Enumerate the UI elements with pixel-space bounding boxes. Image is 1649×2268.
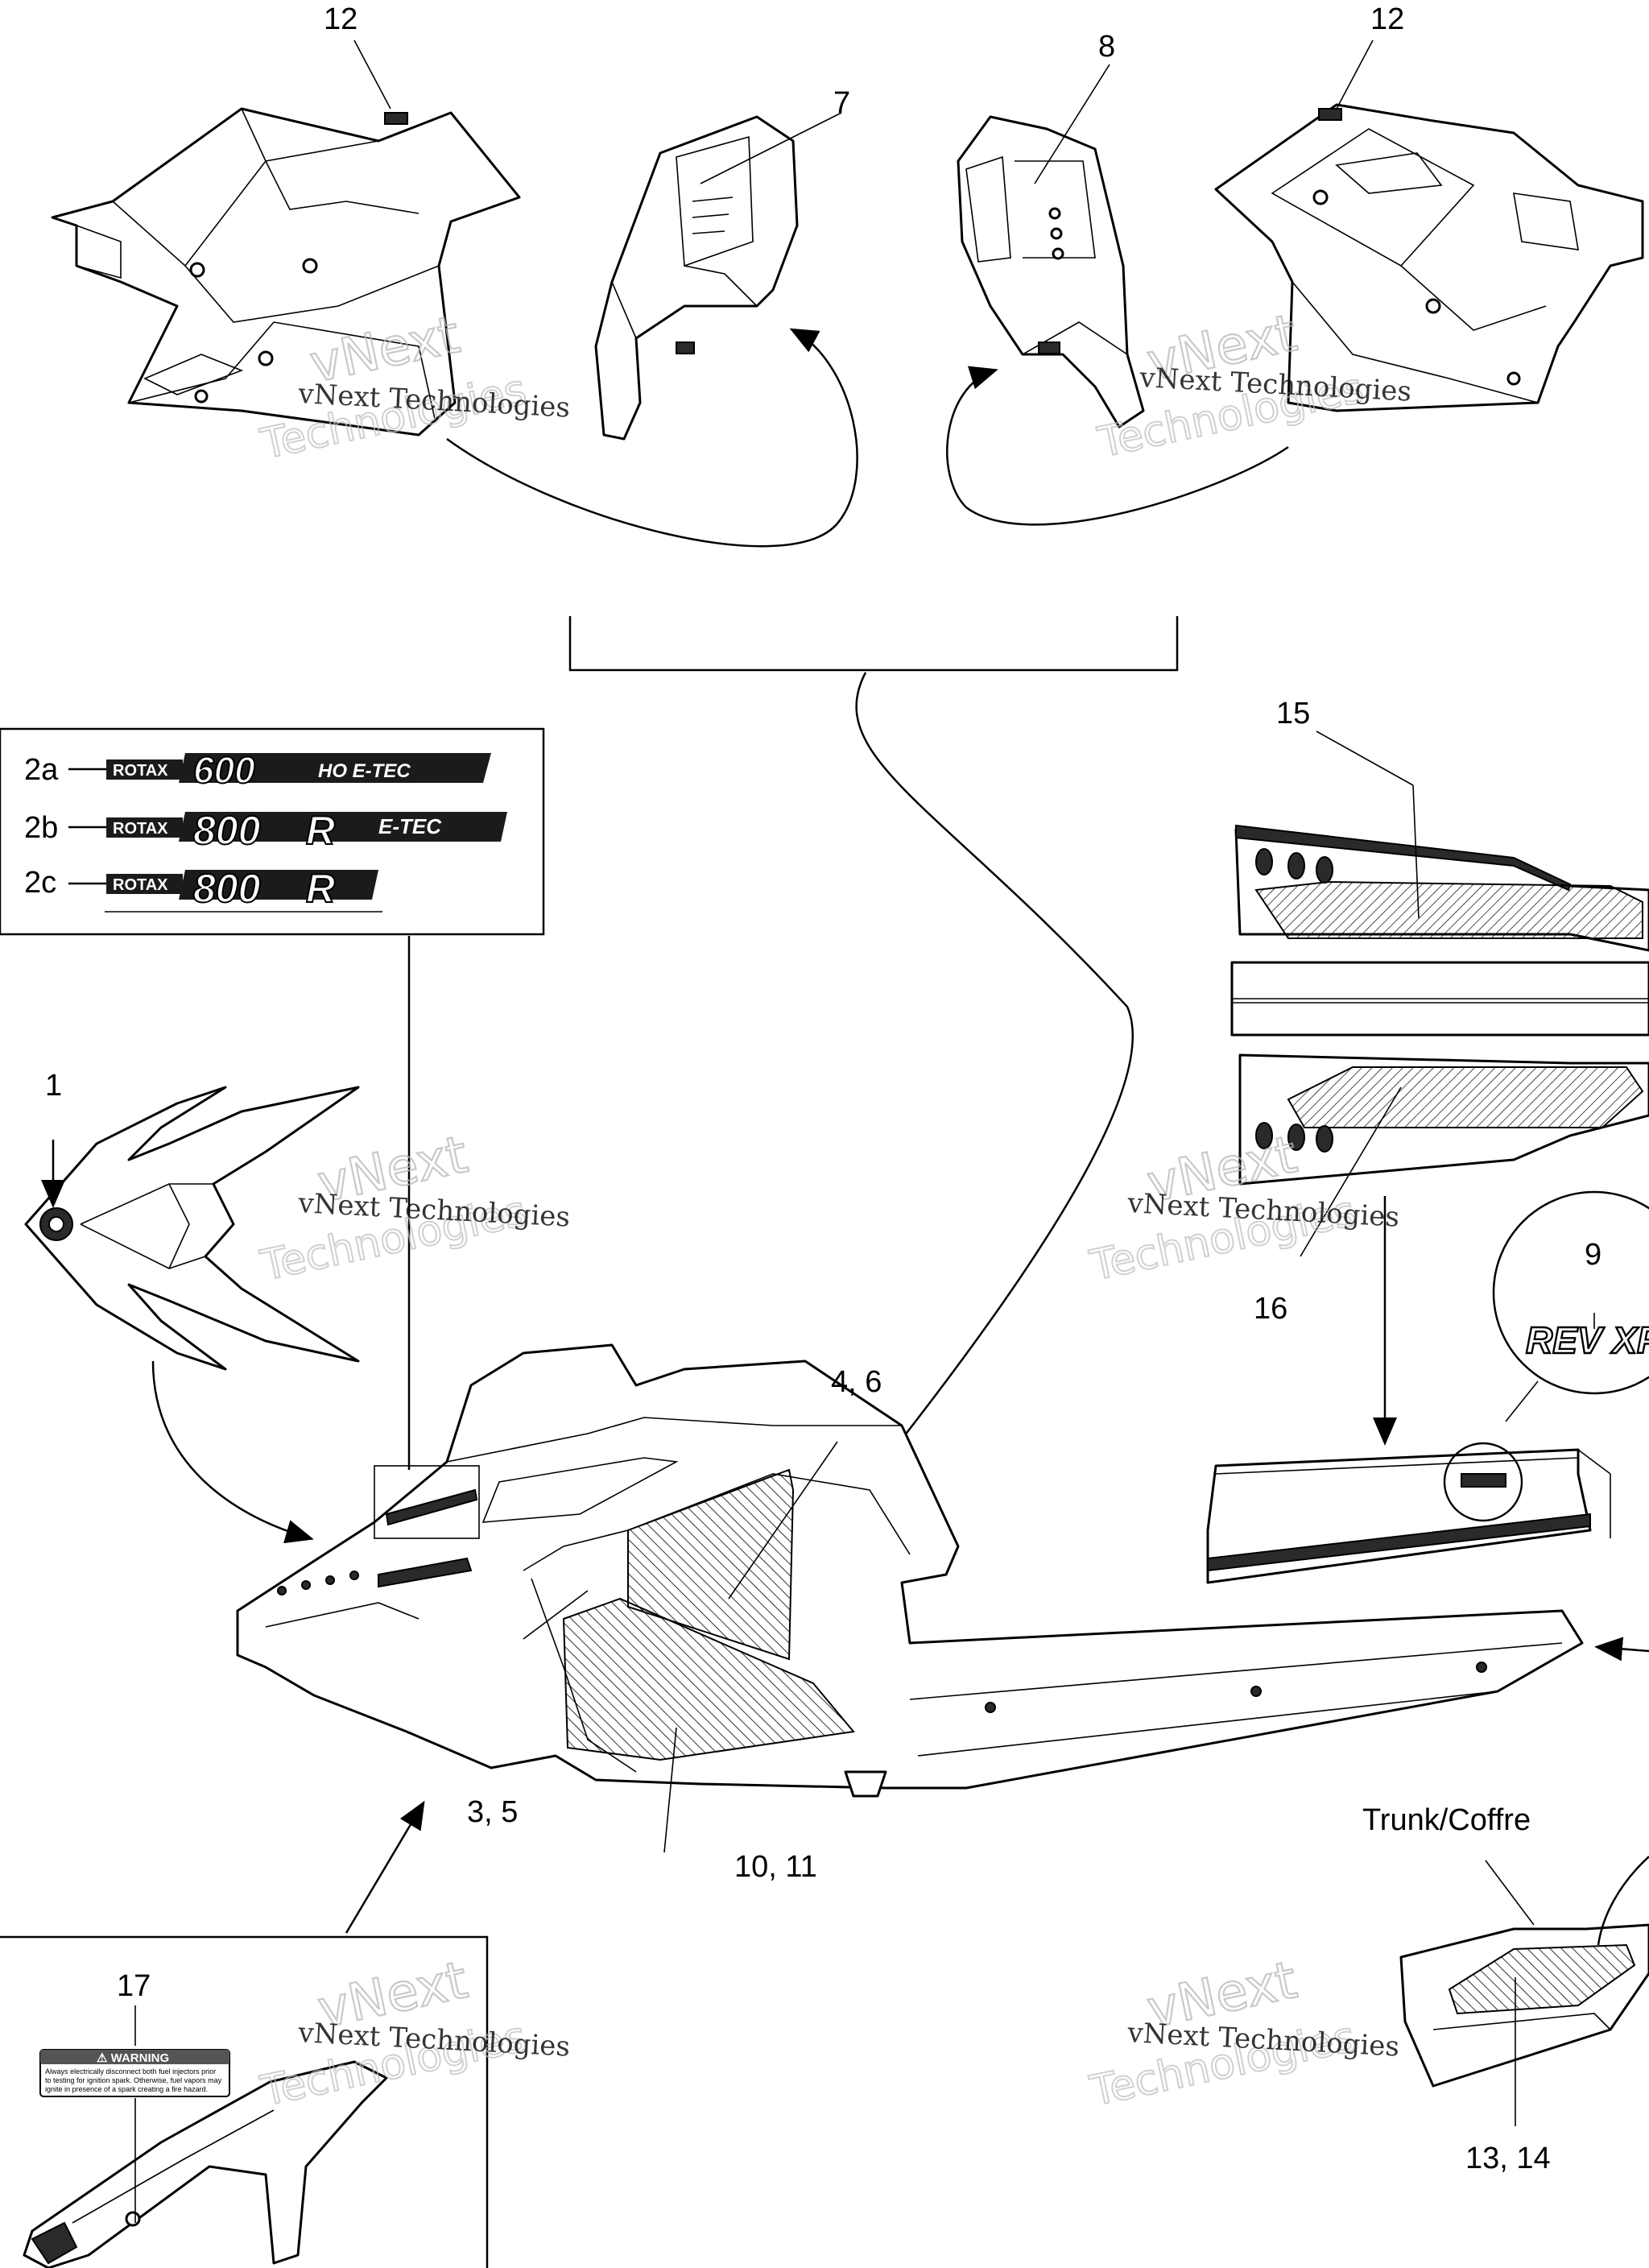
- warning-label-box: ⚠ WARNING Always electrically disconnect…: [0, 1935, 489, 2268]
- decal-4-6: [627, 1468, 795, 1661]
- callout-7: 7: [833, 86, 850, 120]
- badge-2c-rotax: ROTAX: [113, 876, 168, 894]
- arrow-left-panels: [446, 328, 858, 548]
- warning-body-3: ignite in presence of a spark creating a…: [45, 2085, 208, 2093]
- callout-17: 17: [117, 1969, 151, 2003]
- rotax-badge-box: ROTAX 600 HO E-TEC ROTAX 800 R E-TEC ROT…: [0, 727, 545, 936]
- tunnel-detail: [1230, 824, 1649, 1186]
- badge-2c-r: R: [306, 866, 335, 911]
- warning-body-1: Always electrically disconnect both fuel…: [45, 2067, 216, 2076]
- callout-1: 1: [45, 1069, 62, 1103]
- trunk-part: [1399, 1923, 1649, 2088]
- decal-12-right: [1318, 108, 1342, 121]
- callout-3-5: 3, 5: [467, 1795, 518, 1829]
- hood-nose: [24, 1086, 360, 1371]
- badge-2b-suffix: E-TEC: [378, 814, 442, 838]
- callout-13-14: 13, 14: [1465, 2142, 1551, 2175]
- decal-12-left: [384, 112, 408, 125]
- decal-9-revxp: REV XP: [1526, 1319, 1649, 1361]
- badge-2b-r: R: [306, 808, 335, 853]
- tunnel-side-strip: [1206, 1442, 1611, 1584]
- callout-10-11: 10, 11: [734, 1850, 817, 1884]
- callout-2b: 2b: [24, 811, 58, 845]
- badge-location-box: [374, 1465, 480, 1539]
- callout-4-6: 4, 6: [831, 1365, 882, 1399]
- right-side-panel: [1214, 103, 1644, 412]
- panel-bracket: [568, 616, 1179, 672]
- callout-15: 15: [1276, 697, 1310, 730]
- callout-9: 9: [1585, 1238, 1601, 1272]
- decal-10-11: [562, 1597, 855, 1761]
- badge-2a-rotax: ROTAX: [113, 762, 168, 780]
- arrow-right-panels: [946, 366, 1289, 526]
- badge-2b-number: 800: [193, 808, 261, 853]
- badge-2a-number: 600: [193, 749, 255, 791]
- callout-2c: 2c: [24, 866, 56, 900]
- badge-2c-number: 800: [193, 866, 261, 911]
- callout-12-left: 12: [324, 2, 357, 36]
- callout-2a: 2a: [24, 753, 59, 787]
- left-console-panel: [594, 115, 799, 441]
- badge-2a-suffix: HO E-TEC: [318, 760, 411, 782]
- arrow-to-sled: [855, 672, 1134, 1473]
- watermark-group: vNext Technologies vNext Technologies vN…: [256, 303, 1412, 2117]
- decal-15: [1254, 880, 1643, 939]
- badge-2b-rotax: ROTAX: [113, 820, 168, 838]
- callout-trunk: Trunk/Coffre: [1362, 1803, 1531, 1837]
- right-console-panel: [957, 115, 1145, 428]
- warning-body-2: to testing for ignition spark. Otherwise…: [45, 2076, 222, 2084]
- decal-16: [1287, 1066, 1644, 1128]
- revxp-callout-circle: REV XP: [1492, 1190, 1649, 1395]
- left-side-panel: [51, 107, 521, 437]
- main-sled-body: [236, 1343, 1584, 1798]
- warning-title: ⚠ WARNING: [97, 2051, 169, 2065]
- callout-16: 16: [1254, 1292, 1287, 1326]
- callout-8: 8: [1098, 30, 1115, 64]
- callout-12-right: 12: [1370, 2, 1404, 36]
- decal-13-14: [1448, 1943, 1636, 2015]
